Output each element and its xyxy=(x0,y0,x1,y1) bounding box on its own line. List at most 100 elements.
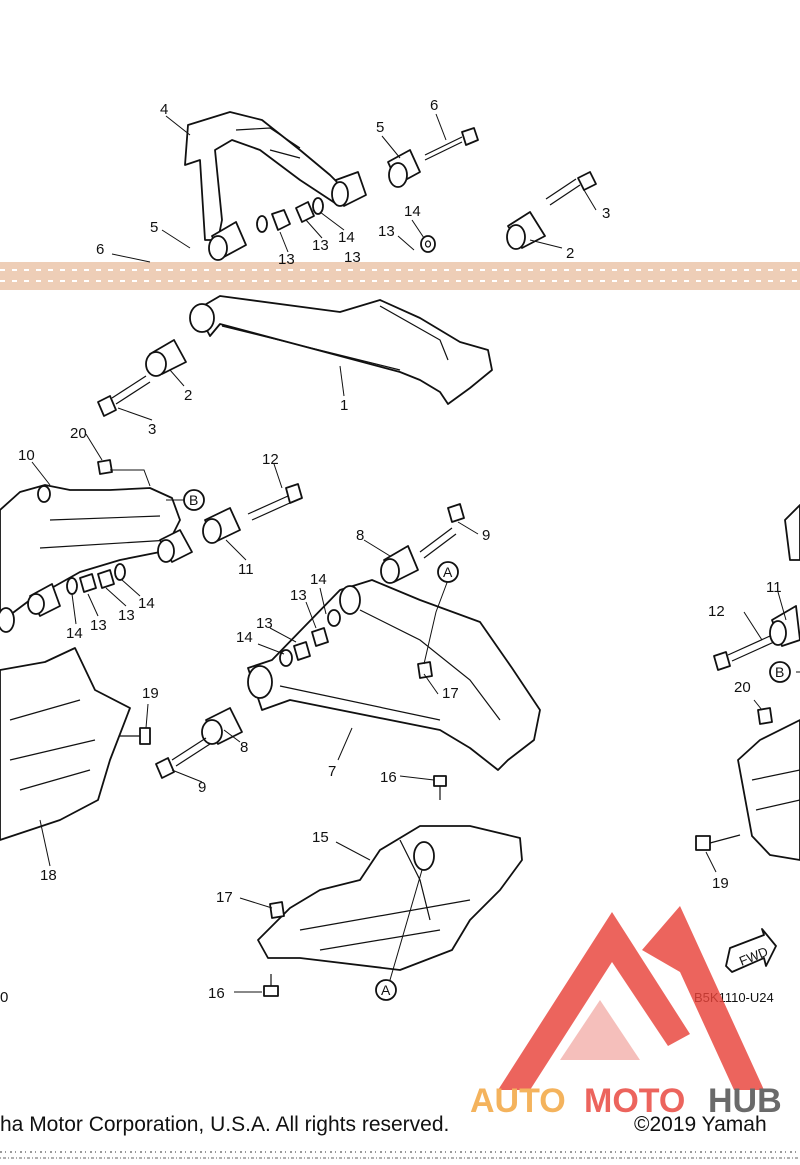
callout-13: 13 xyxy=(278,251,295,268)
footer-rights: ha Motor Corporation, U.S.A. All rights … xyxy=(0,1113,449,1136)
callout-14: 14 xyxy=(404,203,421,220)
callout-6: 6 xyxy=(430,97,438,114)
callout-7: 7 xyxy=(328,763,336,780)
nut-17-lower xyxy=(269,901,285,919)
footer-copyright: ©2019 Yamah xyxy=(634,1113,767,1136)
callout-13: 13 xyxy=(344,249,361,266)
bolt-12-left xyxy=(247,483,303,521)
callout-2: 2 xyxy=(184,387,192,404)
bushing-arm10-end xyxy=(157,529,193,563)
nut-20-right xyxy=(757,707,773,725)
bushing-11-right xyxy=(769,605,800,647)
callout-19: 19 xyxy=(142,685,159,702)
callout-5: 5 xyxy=(376,119,384,136)
bolt-9-lower xyxy=(155,737,211,779)
callout-14: 14 xyxy=(338,229,355,246)
ref-b-right: B xyxy=(775,664,784,680)
bolt-19-right xyxy=(695,834,741,851)
leader-lines xyxy=(31,113,800,993)
bolt-12-right xyxy=(713,635,775,671)
bushing-arm10-lower xyxy=(0,583,61,633)
guard-15 xyxy=(257,825,523,971)
callout-16: 16 xyxy=(380,769,397,786)
callout-3: 3 xyxy=(602,205,610,222)
callout-16: 16 xyxy=(208,985,225,1002)
callout-13: 13 xyxy=(118,607,135,624)
ref-b-left: B xyxy=(189,492,198,508)
bushing-5-left xyxy=(208,221,247,261)
bolt-3-upper xyxy=(545,171,597,206)
upper-arm-4 xyxy=(184,111,346,241)
callout-14: 14 xyxy=(310,571,327,588)
callout-4: 4 xyxy=(160,101,168,118)
bolt-9-upper xyxy=(419,503,465,559)
washer-14-upper xyxy=(420,235,436,253)
callout-13: 13 xyxy=(312,237,329,254)
washer-nuts-center xyxy=(279,609,341,667)
bolt-19-left xyxy=(120,727,151,745)
washer-nuts-upper xyxy=(256,197,324,233)
washer-nuts-left xyxy=(66,563,126,595)
scan-band xyxy=(0,262,800,290)
callout-11: 11 xyxy=(238,561,254,578)
arm-7 xyxy=(247,579,541,771)
callout-17: 17 xyxy=(442,685,459,702)
callout-8: 8 xyxy=(240,739,248,756)
callout-13: 13 xyxy=(90,617,107,634)
callout-13: 13 xyxy=(378,223,395,240)
nut-20-left xyxy=(97,459,113,475)
bushing-11-left xyxy=(202,507,241,544)
callout-9: 9 xyxy=(482,527,490,544)
callout-18: 18 xyxy=(40,867,57,884)
callout-13: 13 xyxy=(290,587,307,604)
nut-17-center xyxy=(417,661,433,679)
ref-a-lower: A xyxy=(381,982,391,998)
bolt-3-lower xyxy=(97,375,151,417)
callout-14: 14 xyxy=(66,625,83,642)
callout-14: 14 xyxy=(138,595,155,612)
callout-9: 9 xyxy=(198,779,206,796)
bolt-16-lower xyxy=(263,974,279,997)
lower-arm-1 xyxy=(189,295,493,405)
ref-a-upper: A xyxy=(443,564,453,580)
callout-14: 14 xyxy=(236,629,253,646)
watermark-auto: AUTO xyxy=(470,1082,566,1120)
callout-6: 6 xyxy=(96,241,104,258)
callout-10: 10 xyxy=(18,447,35,464)
callout-17: 17 xyxy=(216,889,233,906)
callout-11: 11 xyxy=(766,579,782,596)
bushing-8-lower xyxy=(201,707,243,745)
guard-right xyxy=(737,719,800,861)
callout-8: 8 xyxy=(356,527,364,544)
callout-12: 12 xyxy=(262,451,279,468)
bushing-5-upper xyxy=(387,149,421,188)
edge-code: 0 xyxy=(0,989,8,1006)
arm-right-edge xyxy=(784,504,800,561)
callout-20: 20 xyxy=(70,425,87,442)
bushing-5-right xyxy=(331,171,367,207)
watermark-hub: HUB xyxy=(708,1082,782,1120)
arm-10 xyxy=(0,484,181,621)
callout-13: 13 xyxy=(256,615,273,632)
reference-marks: A A B B xyxy=(166,489,791,1001)
callout-numbers: 4 5 6 3 5 6 13 13 14 13 13 14 2 1 2 3 10… xyxy=(18,97,782,1002)
watermark-logo: AUTO MOTO HUB xyxy=(470,906,782,1120)
callout-15: 15 xyxy=(312,829,329,846)
callout-20: 20 xyxy=(734,679,751,696)
callout-12: 12 xyxy=(708,603,725,620)
callout-5: 5 xyxy=(150,219,158,236)
fwd-arrow: FWD xyxy=(725,928,777,973)
bushing-2-upper xyxy=(506,211,546,250)
bushing-2-lower xyxy=(145,339,187,377)
bolt-6-upper xyxy=(424,127,479,161)
watermark-moto: MOTO xyxy=(584,1082,685,1120)
callout-3: 3 xyxy=(148,421,156,438)
bottom-noise xyxy=(0,1146,800,1165)
bolt-16-upper xyxy=(433,775,447,800)
callout-2: 2 xyxy=(566,245,574,262)
callout-19: 19 xyxy=(712,875,729,892)
guard-18 xyxy=(0,647,131,841)
bushing-8-upper xyxy=(380,545,419,584)
callout-1: 1 xyxy=(340,397,348,414)
